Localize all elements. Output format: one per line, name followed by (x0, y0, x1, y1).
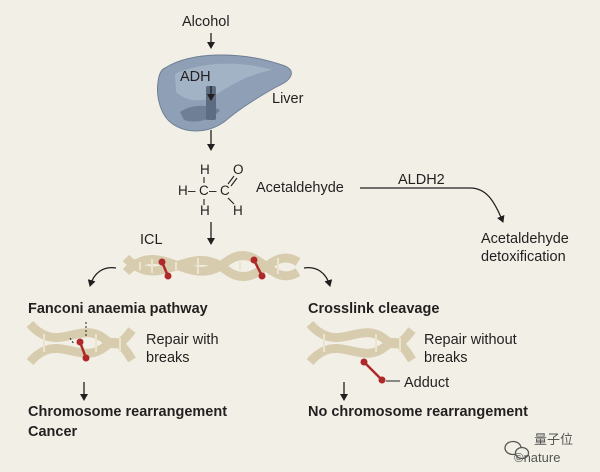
wechat-icon (504, 440, 530, 460)
watermark-left: 量子位 (534, 432, 573, 447)
repair-no-breaks-line1: Repair without (424, 332, 517, 348)
aldh2-label: ALDH2 (398, 172, 445, 188)
dna-helix-top (122, 251, 301, 281)
arrow-aldh2 (360, 187, 505, 223)
arrow-to-fanconi (87, 266, 117, 287)
atom-c2: C (220, 183, 230, 198)
atom-h-bottom-right: H (233, 203, 243, 218)
repair-no-breaks-line2: breaks (424, 350, 468, 366)
atom-o: O (233, 162, 244, 177)
atom-h-left: H (178, 183, 188, 198)
alcohol-label: Alcohol (182, 14, 230, 30)
bond-mid: – (209, 183, 217, 198)
adh-label: ADH (180, 69, 211, 85)
watermark-right: ©nature (514, 450, 560, 465)
liver-label: Liver (272, 91, 304, 107)
outcome-left-line2: Cancer (28, 424, 78, 440)
liver-illustration (157, 54, 292, 132)
atom-h-top: H (200, 162, 210, 177)
outcome-right: No chromosome rearrangement (308, 404, 528, 420)
adduct-label: Adduct (404, 375, 449, 391)
atom-c1: C (199, 183, 209, 198)
fanconi-heading: Fanconi anaemia pathway (28, 301, 208, 317)
dna-helix-right (306, 320, 416, 384)
icl-label: ICL (140, 232, 163, 248)
acetaldehyde-label: Acetaldehyde (256, 180, 344, 196)
outcome-left-line1: Chromosome rearrangement (28, 404, 227, 420)
arrow-to-cleavage (303, 266, 333, 287)
atom-h-bottom-left: H (200, 203, 210, 218)
cleavage-heading: Crosslink cleavage (308, 301, 439, 317)
detox-line2: detoxification (481, 249, 566, 265)
repair-breaks-line2: breaks (146, 350, 190, 366)
dna-helix-left (26, 320, 136, 366)
bond-left: – (188, 183, 196, 198)
detox-line1: Acetaldehyde (481, 231, 569, 247)
acetaldehyde-molecule: H H – C – C O H H (178, 162, 244, 218)
repair-breaks-line1: Repair with (146, 332, 219, 348)
